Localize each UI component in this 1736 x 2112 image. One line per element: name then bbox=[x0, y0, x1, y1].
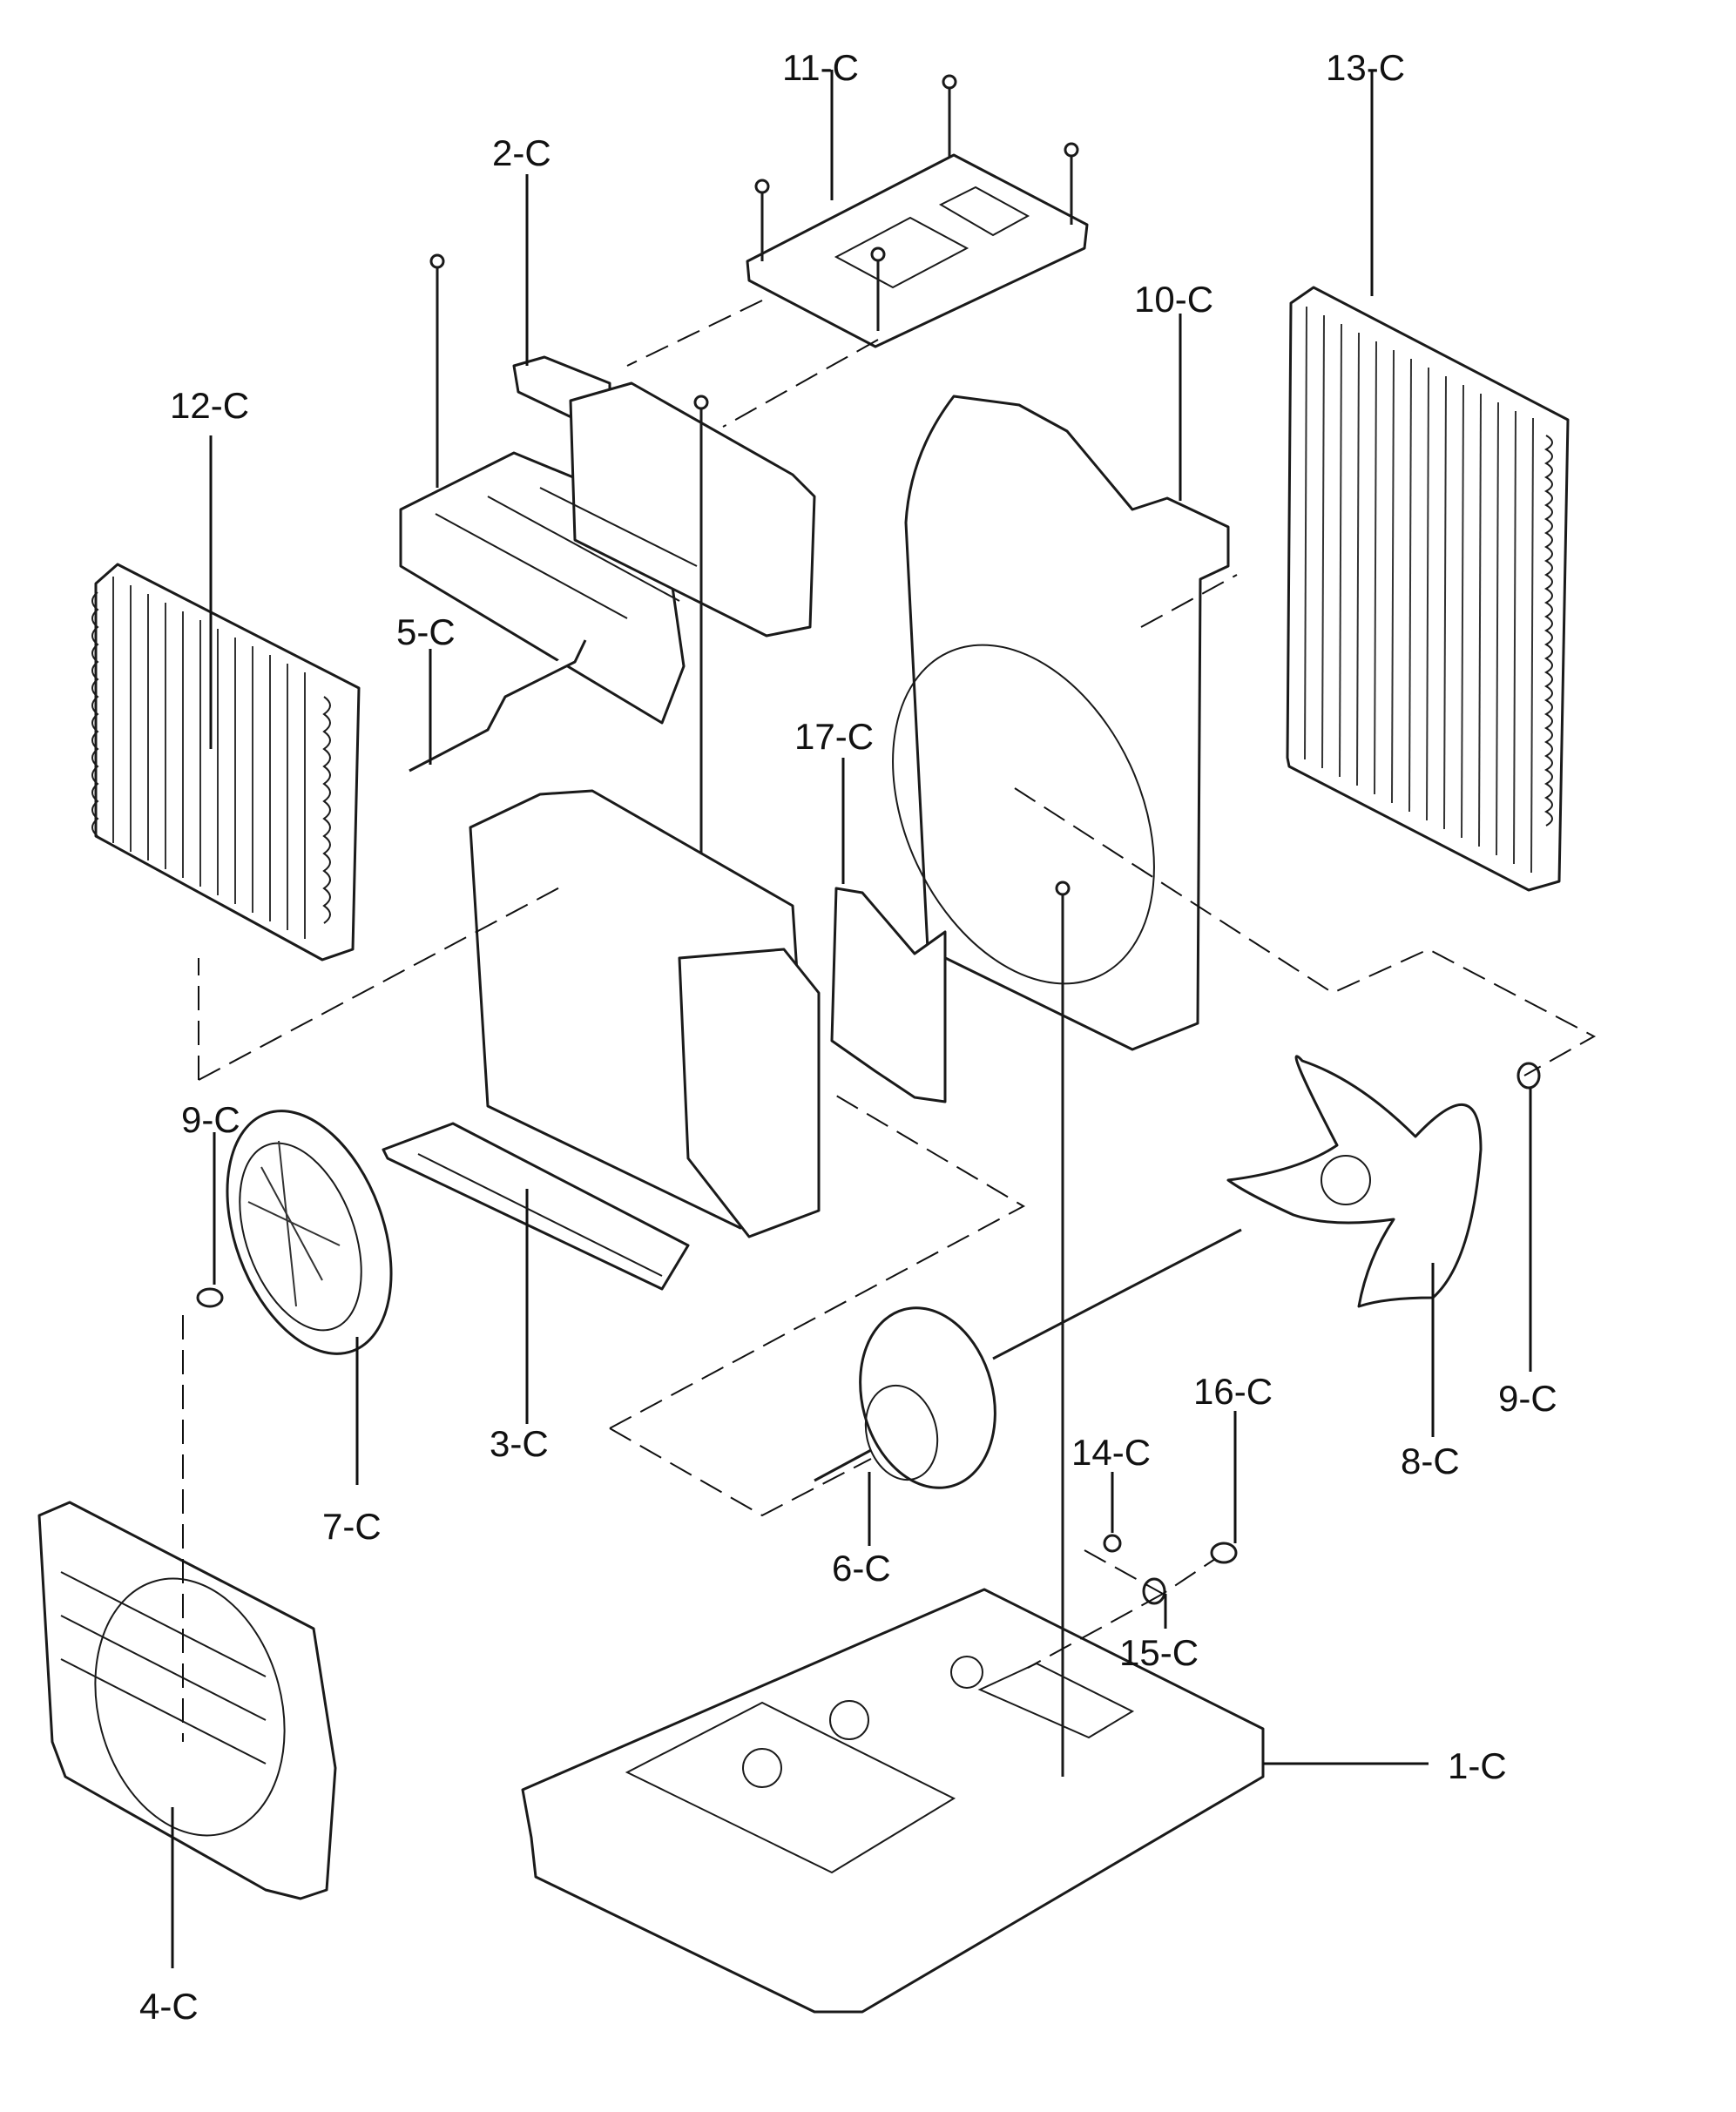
label-10-c: 10-C bbox=[1134, 279, 1213, 320]
part-1-base-pan bbox=[521, 881, 1429, 2014]
label-9-c-left: 9-C bbox=[181, 1099, 240, 1140]
part-14-nut bbox=[1103, 1472, 1122, 1553]
part-10-shroud bbox=[892, 314, 1230, 1051]
screw bbox=[870, 246, 886, 331]
label-3-c: 3-C bbox=[490, 1423, 549, 1464]
label-12-c: 12-C bbox=[170, 385, 249, 426]
label-17-c: 17-C bbox=[794, 716, 874, 757]
label-8-c: 8-C bbox=[1401, 1441, 1460, 1481]
part-9-clamp-right bbox=[1516, 1062, 1541, 1372]
part-12-evaporator-coil bbox=[91, 435, 361, 962]
label-5-c: 5-C bbox=[396, 611, 456, 652]
label-13-c: 13-C bbox=[1326, 47, 1405, 88]
part-9-clamp-left bbox=[196, 1132, 224, 1308]
label-4-c: 4-C bbox=[139, 1986, 199, 2027]
label-16-c: 16-C bbox=[1193, 1371, 1273, 1412]
part-17-bracket bbox=[830, 758, 947, 1103]
part-13-condenser-coil bbox=[1286, 70, 1570, 892]
part-15-washer bbox=[1142, 1577, 1167, 1629]
part-4-front-panel bbox=[37, 1501, 337, 1968]
assembly-guide-lines bbox=[182, 300, 1597, 1742]
label-7-c: 7-C bbox=[322, 1506, 382, 1547]
label-11-c: 11-C bbox=[782, 47, 859, 88]
part-7-blower-wheel bbox=[226, 1110, 393, 1485]
screw bbox=[942, 74, 957, 157]
screw bbox=[1064, 142, 1079, 225]
evaporator-fins bbox=[112, 577, 306, 939]
label-9-c-right: 9-C bbox=[1498, 1378, 1557, 1419]
part-3-base-housing bbox=[382, 789, 821, 1424]
condenser-fins bbox=[1304, 306, 1534, 874]
label-6-c: 6-C bbox=[832, 1548, 891, 1589]
screw bbox=[429, 253, 445, 488]
label-14-c: 14-C bbox=[1071, 1432, 1151, 1473]
label-15-c: 15-C bbox=[1119, 1632, 1199, 1673]
screw bbox=[1055, 881, 1071, 1777]
part-5-sensor-rod bbox=[409, 639, 587, 773]
part-11-top-bracket bbox=[746, 70, 1089, 348]
part-8-fan-blade bbox=[1226, 1055, 1483, 1437]
screw bbox=[754, 179, 770, 261]
part-16-screw bbox=[1210, 1411, 1238, 1564]
label-2-c: 2-C bbox=[492, 132, 551, 173]
part-6-fan-motor bbox=[814, 1228, 1242, 1546]
label-1-c: 1-C bbox=[1448, 1745, 1507, 1786]
